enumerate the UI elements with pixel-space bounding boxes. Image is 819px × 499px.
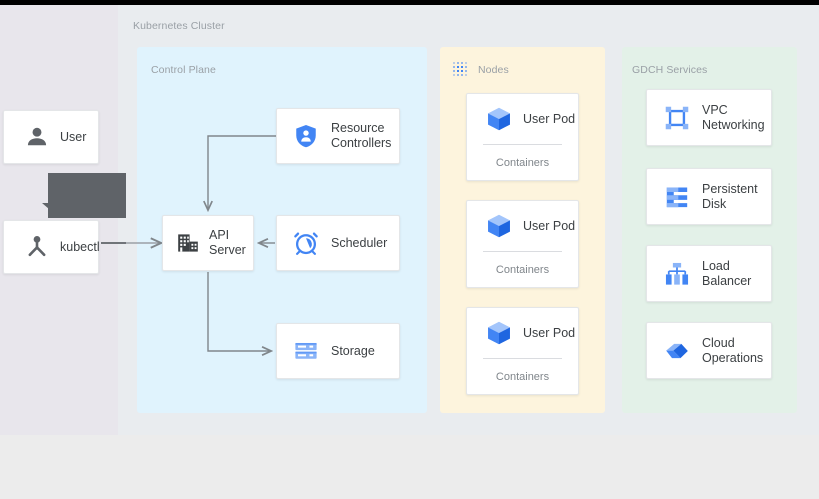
pod-divider <box>483 144 562 145</box>
card-kubectl[interactable]: kubectl <box>3 220 100 274</box>
card-user-pod[interactable]: User Pod Containers <box>466 93 579 181</box>
card-user[interactable]: User <box>3 110 99 164</box>
pod-containers-section: Containers <box>467 145 578 180</box>
cloud-operations-icon <box>664 338 690 364</box>
pod-divider <box>483 251 562 252</box>
card-vpc-networking[interactable]: VPC Networking <box>646 89 772 146</box>
pod-header: User Pod <box>467 94 578 144</box>
card-persistent-disk[interactable]: Persistent Disk <box>646 168 772 225</box>
pod-containers-label: Containers <box>495 263 550 276</box>
tooltip-overlay <box>48 173 126 218</box>
panel-control-plane-label: Control Plane <box>151 64 216 76</box>
shield-person-icon <box>293 123 319 149</box>
cluster-title: Kubernetes Cluster <box>133 20 225 32</box>
pod-label: User Pod <box>523 219 576 233</box>
panel-nodes-label: Nodes <box>478 64 509 76</box>
card-scheduler-label: Scheduler <box>331 235 388 250</box>
background-bottom-strip <box>0 435 819 499</box>
card-user-label: User <box>60 129 87 144</box>
pod-containers-label: Containers <box>495 370 550 383</box>
pod-label: User Pod <box>523 112 576 126</box>
tooltip-pointer-icon <box>42 203 49 215</box>
card-load-balancer[interactable]: Load Balancer <box>646 245 772 302</box>
card-storage[interactable]: Storage <box>276 323 400 379</box>
card-kubectl-label: kubectl <box>60 239 100 254</box>
pod-containers-section: Containers <box>467 359 578 394</box>
card-vpc-networking-label: VPC Networking <box>702 102 765 132</box>
card-api-server[interactable]: API Server <box>162 215 254 271</box>
load-balancer-icon <box>664 261 690 287</box>
api-building-icon <box>176 231 200 255</box>
pod-label: User Pod <box>523 326 576 340</box>
cube-icon <box>485 105 513 133</box>
card-persistent-disk-label: Persistent Disk <box>702 181 758 211</box>
card-cloud-operations-label: Cloud Operations <box>702 335 764 365</box>
card-resource-controllers[interactable]: Resource Controllers <box>276 108 400 164</box>
storage-stack-icon <box>293 338 319 364</box>
pod-header: User Pod <box>467 201 578 251</box>
card-user-pod[interactable]: User Pod Containers <box>466 307 579 395</box>
alarm-clock-icon <box>293 230 319 256</box>
card-api-server-label: API Server <box>209 228 246 257</box>
top-black-bar <box>0 0 819 5</box>
card-scheduler[interactable]: Scheduler <box>276 215 400 271</box>
person-icon <box>22 122 52 152</box>
cube-icon <box>485 319 513 347</box>
card-cloud-operations[interactable]: Cloud Operations <box>646 322 772 379</box>
vpc-network-icon <box>664 105 690 131</box>
cube-icon <box>485 212 513 240</box>
panel-gdch-services-label: GDCH Services <box>632 64 708 76</box>
pod-containers-section: Containers <box>467 252 578 287</box>
pod-header: User Pod <box>467 308 578 358</box>
card-resource-controllers-label: Resource Controllers <box>331 121 392 150</box>
persistent-disk-icon <box>664 184 690 210</box>
card-storage-label: Storage <box>331 343 375 358</box>
pod-containers-label: Containers <box>495 156 550 169</box>
kubectl-node-icon <box>22 232 52 262</box>
dotted-grid-icon <box>453 62 467 76</box>
pod-divider <box>483 358 562 359</box>
card-user-pod[interactable]: User Pod Containers <box>466 200 579 288</box>
card-load-balancer-label: Load Balancer <box>702 258 752 288</box>
